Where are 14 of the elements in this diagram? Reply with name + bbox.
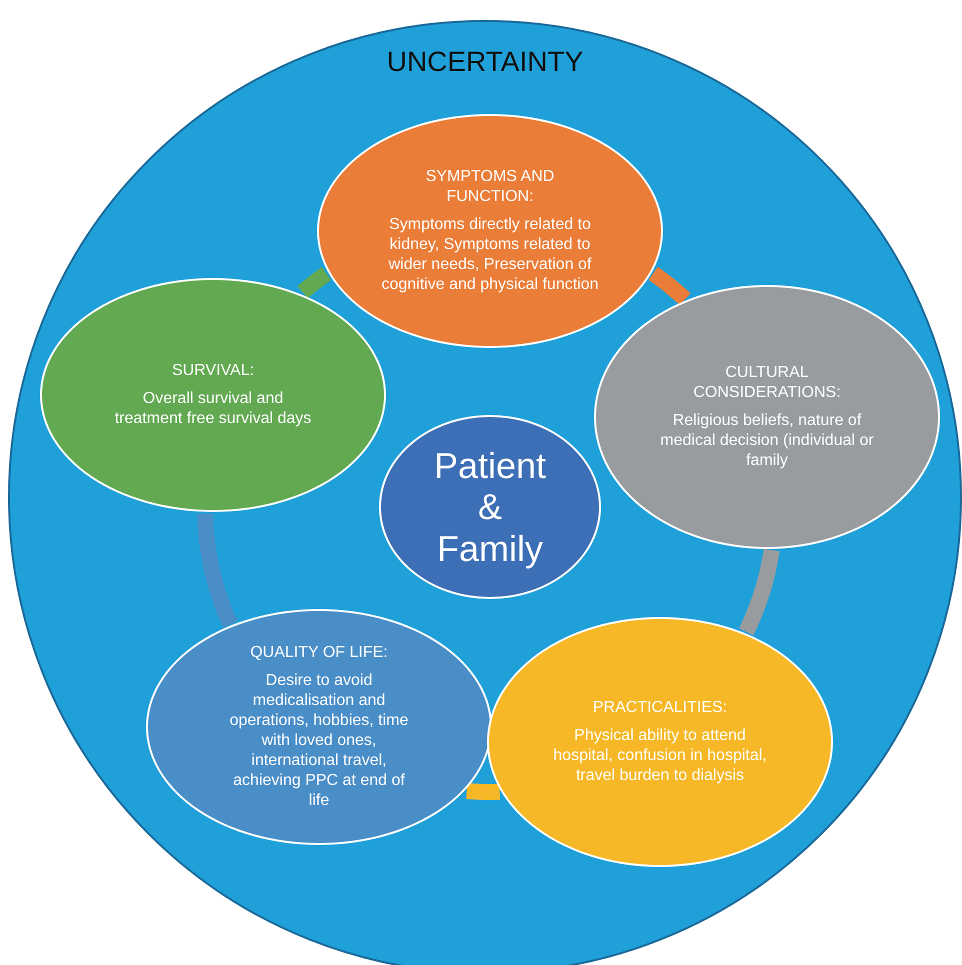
topic-heading: SYMPTOMS AND FUNCTION: [424,167,556,207]
ring-connector [646,266,692,306]
topic-description: Overall survival and treatment free survival days [114,389,312,429]
topic-heading: SURVIVAL: [172,361,254,381]
circle-heading: UNCERTAINTY [386,46,584,78]
topic-heading: PRACTICALITIES: [592,698,728,718]
topic-description: Physical ability to attend hospital, confusion in hospital, travel burden to dialysis [552,726,768,786]
topic-heading: QUALITY OF LIFE: [250,643,388,663]
topic-heading: CULTURAL CONSIDERATIONS: [692,363,842,403]
ring-connector [296,266,334,300]
center-label: Patient & Family [432,444,548,570]
topic-description: Symptoms directly related to kidney, Symptoms related to wider needs, Preservation of cognitive and physical function [380,215,600,295]
topic-description: Religious beliefs, nature of medical decision (individual or family [659,411,875,471]
topic-description: Desire to avoid medicalisation and operations, hobbies, time with loved ones, international travel, achieving PPC at end of life [228,671,410,811]
